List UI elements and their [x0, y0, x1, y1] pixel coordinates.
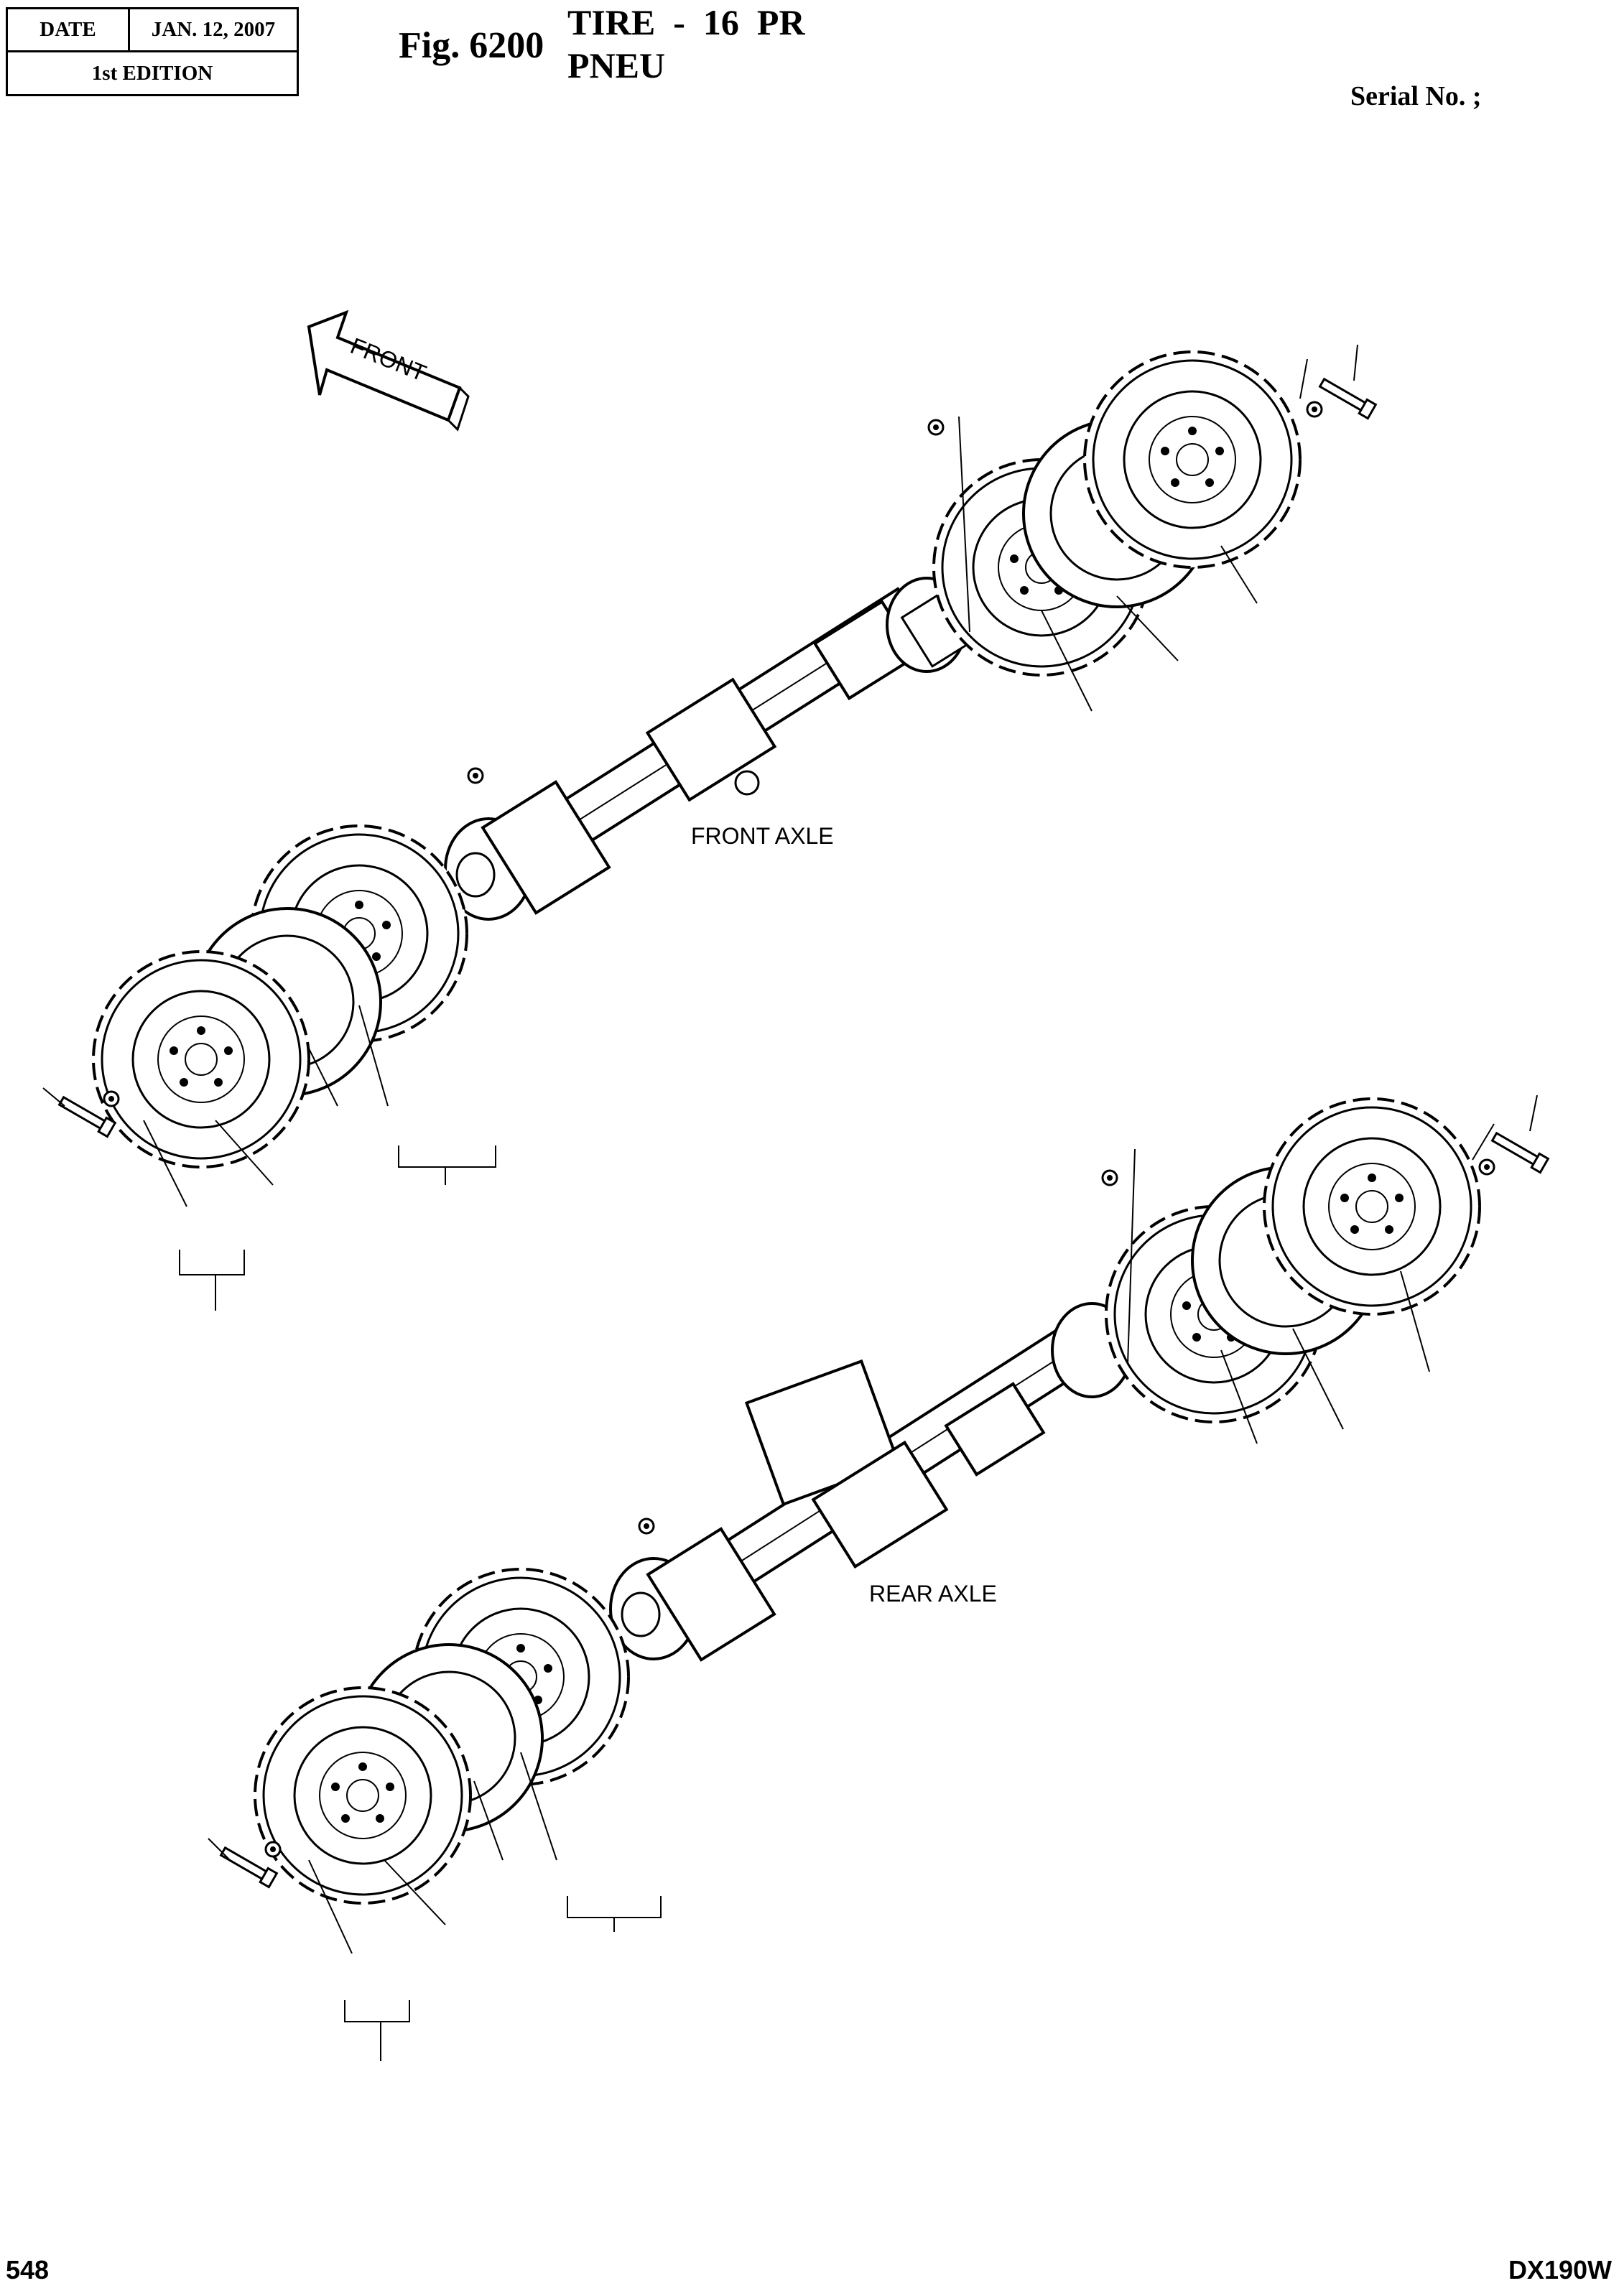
page-number: 548	[6, 2255, 50, 2285]
front-right-wheel-set	[927, 350, 1377, 677]
header-info-box: DATE JAN. 12, 2007 1st EDITION	[6, 7, 299, 96]
front-direction-arrow: FRONT	[307, 310, 470, 432]
rear-axle-label: REAR AXLE	[869, 1581, 997, 1607]
rear-axle-assembly	[609, 1302, 1133, 1662]
figure-title-en: TIRE - 16 PR	[567, 2, 805, 42]
date-value: JAN. 12, 2007	[130, 9, 297, 52]
front-left-wheel-set	[56, 767, 484, 1168]
edition-label: 1st EDITION	[91, 61, 213, 85]
figure-number: Fig. 6200	[399, 25, 544, 66]
rear-left-wheel-set	[218, 1518, 655, 1905]
front-axle-assembly	[444, 577, 989, 921]
front-axle-label: FRONT AXLE	[691, 823, 834, 849]
serial-number-label: Serial No. ;	[1350, 81, 1482, 111]
model-name: DX190W	[1508, 2255, 1612, 2285]
figure-title-fr: PNEU	[567, 45, 666, 85]
rear-right-wheel-set	[1101, 1097, 1549, 1423]
date-label: DATE	[8, 9, 130, 52]
part-leader-lines	[42, 344, 1538, 2061]
